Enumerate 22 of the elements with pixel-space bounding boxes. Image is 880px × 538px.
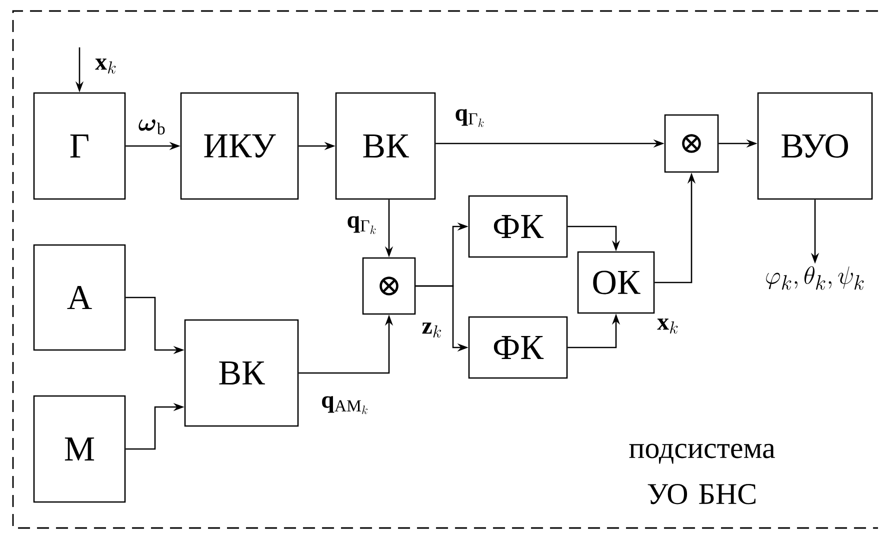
multiplier-box: ⊗ [664,114,719,173]
block-box: ФК [468,195,568,258]
edge-label: $\mathbf{q}_{\text{АМ}_k}$ [320,395,370,415]
block-box: М [33,395,126,503]
subsystem-frame [12,10,878,529]
edge-label: $\mathbf{q}_{\text{Г}_k}$ [454,108,486,128]
block-box: ИКУ [180,92,299,200]
edge-label: $\mathbf{z}_k$ [420,322,444,338]
edge-label: $\boldsymbol{\omega}_{\text{b}}$ [137,118,167,136]
block-box: ВК [184,319,299,427]
frame-label: подсистема УО БНС [629,444,775,504]
block-box: Г [33,92,126,200]
block-box: ФК [468,316,568,379]
output-angles: $\varphi_k,\theta_k,\psi_k$ [766,266,864,290]
block-box: ВУО [757,92,873,200]
edge-label: $\mathbf{x}_k$ [656,318,680,334]
edge-label: $\mathbf{x}_k$ [94,58,118,74]
block-box: ВК [335,92,436,200]
block-box: А [33,244,126,351]
edge-label: $\mathbf{q}_{\text{Г}_k}$ [346,215,378,235]
multiplier-box: ⊗ [362,257,416,315]
block-box: ОК [577,251,655,314]
